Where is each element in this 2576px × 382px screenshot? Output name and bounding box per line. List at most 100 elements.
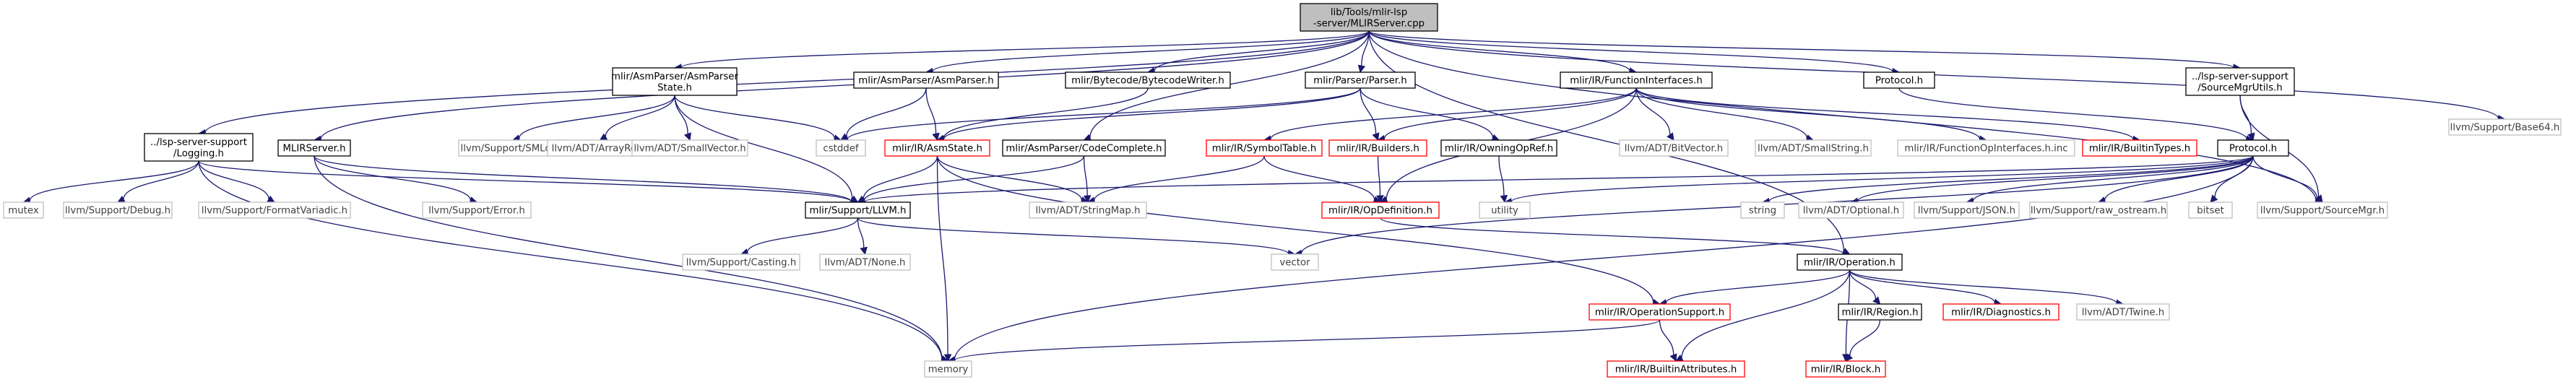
node-label: mlir/IR/AsmState.h bbox=[892, 144, 982, 155]
edge-logging-to-supportllvm bbox=[198, 160, 852, 203]
edge-arrowhead-srcmgrutils-to-protocol2 bbox=[2247, 132, 2255, 142]
node-box-builtintypes bbox=[2082, 139, 2197, 157]
edge-arrowhead-parser-to-builders bbox=[1372, 132, 1380, 142]
node-label: mlir/AsmParser/AsmParser bbox=[611, 71, 738, 82]
node-label: Protocol.h bbox=[1875, 76, 1923, 87]
node-box-rawostream bbox=[2029, 201, 2168, 219]
node-srcmgrutils[interactable]: ../lsp-server-support/SourceMgrUtils.h bbox=[2185, 67, 2295, 96]
node-box-none bbox=[819, 253, 911, 271]
node-bytecode[interactable]: mlir/Bytecode/BytecodeWriter.h bbox=[1065, 71, 1231, 89]
node-label: mlir/AsmParser/AsmParser.h bbox=[858, 76, 993, 87]
edge-arrowhead-opsupport-to-builtinattr bbox=[1669, 353, 1677, 363]
edge-arrowhead-funcif-to-bitvector bbox=[1667, 132, 1674, 141]
edge-root-to-funcif bbox=[1368, 30, 1630, 71]
edge-funcif-to-funcopif bbox=[1635, 87, 1981, 139]
node-label: mlir/IR/Diagnostics.h bbox=[1951, 308, 2051, 318]
node-box-block bbox=[1805, 360, 1886, 378]
edge-root-to-asmparser bbox=[932, 30, 1370, 72]
node-box-bitvector bbox=[1619, 139, 1729, 157]
edge-funcif-to-builders bbox=[1383, 87, 1637, 139]
node-asmparser[interactable]: mlir/AsmParser/AsmParser.h bbox=[853, 71, 999, 89]
node-mlirserver[interactable]: MLIRServer.h bbox=[277, 139, 351, 157]
node-mutex: mutex bbox=[3, 201, 44, 219]
node-label: mlir/Parser/Parser.h bbox=[1313, 76, 1406, 87]
node-builders[interactable]: mlir/IR/Builders.h bbox=[1328, 139, 1427, 157]
edge-funcif-to-smallstring bbox=[1635, 87, 1808, 139]
node-box-bytecode bbox=[1065, 71, 1231, 89]
edge-operation-to-opsupport bbox=[1665, 269, 1851, 303]
edge-irasmstate-to-supportllvm bbox=[863, 155, 938, 199]
edge-codecomplete-to-stringmap bbox=[1083, 155, 1088, 196]
node-label: llvm/ADT/StringMap.h bbox=[1035, 206, 1140, 217]
node-builtintypes[interactable]: mlir/IR/BuiltinTypes.h bbox=[2082, 139, 2197, 157]
node-memory: memory bbox=[924, 360, 972, 378]
node-irasmstate[interactable]: mlir/IR/AsmState.h bbox=[884, 139, 990, 157]
node-utility: utility bbox=[1479, 201, 1531, 219]
node-label: mlir/Support/LLVM.h bbox=[810, 206, 907, 217]
node-box-symboltable bbox=[1206, 139, 1323, 157]
edge-operation-to-diagnostics bbox=[1849, 269, 1995, 303]
node-box-smallvector bbox=[631, 139, 748, 157]
node-label: llvm/ADT/Optional.h bbox=[1803, 206, 1900, 217]
node-block[interactable]: mlir/IR/Block.h bbox=[1805, 360, 1886, 378]
node-opdef[interactable]: mlir/IR/OpDefinition.h bbox=[1321, 201, 1440, 219]
edge-logging-to-mutex bbox=[29, 160, 199, 201]
node-supportllvm[interactable]: mlir/Support/LLVM.h bbox=[805, 201, 911, 219]
node-root[interactable]: lib/Tools/mlir-lsp-server/MLIRServer.cpp bbox=[1300, 3, 1438, 32]
node-operation[interactable]: mlir/IR/Operation.h bbox=[1797, 253, 1903, 271]
node-none: llvm/ADT/None.h bbox=[819, 253, 911, 271]
node-error: llvm/Support/Error.h bbox=[422, 201, 532, 219]
node-protocol1[interactable]: Protocol.h bbox=[1863, 71, 1935, 89]
edge-funcif-to-bitvector bbox=[1635, 87, 1671, 135]
node-parser[interactable]: mlir/Parser/Parser.h bbox=[1305, 71, 1416, 89]
node-label: mlir/IR/BuiltinTypes.h bbox=[2089, 144, 2190, 155]
edge-root-to-srcmgrutils bbox=[1368, 30, 2234, 69]
node-formatvariadic: llvm/Support/FormatVariadic.h bbox=[198, 201, 351, 219]
node-label: /SourceMgrUtils.h bbox=[2197, 82, 2282, 93]
edge-supportllvm-to-casting bbox=[746, 217, 859, 253]
edge-mlirserver-to-memory bbox=[314, 155, 943, 360]
edge-root-to-asmstate bbox=[680, 30, 1370, 69]
edge-symboltable-to-opdef bbox=[1263, 155, 1375, 200]
node-diagnostics[interactable]: mlir/IR/Diagnostics.h bbox=[1942, 303, 2059, 321]
node-box-debug bbox=[63, 201, 173, 219]
node-label: mlir/AsmParser/CodeComplete.h bbox=[1006, 144, 1162, 155]
node-codecomplete[interactable]: mlir/AsmParser/CodeComplete.h bbox=[1002, 139, 1166, 157]
node-box-region bbox=[1838, 303, 1922, 321]
edge-irasmstate-to-opsupport bbox=[936, 155, 1654, 303]
edge-asmstate-to-cstddef bbox=[674, 95, 835, 139]
edge-opsupport-to-memory bbox=[954, 319, 1661, 362]
node-label: -server/MLIRServer.cpp bbox=[1313, 18, 1425, 29]
node-box-mlirserver bbox=[277, 139, 351, 157]
node-label: llvm/Support/SMLoc.h bbox=[461, 144, 566, 155]
edge-supportllvm-to-none bbox=[857, 217, 865, 248]
node-logging[interactable]: ../lsp-server-support/Logging.h bbox=[144, 133, 254, 162]
node-box-error bbox=[422, 201, 532, 219]
edge-arrowhead-builders-to-opdef bbox=[1376, 195, 1384, 204]
node-label: utility bbox=[1491, 206, 1518, 217]
node-label: memory bbox=[928, 365, 969, 376]
edge-operation-to-builtinattr bbox=[1681, 269, 1851, 358]
node-funcif[interactable]: mlir/IR/FunctionInterfaces.h bbox=[1560, 71, 1713, 89]
node-layer: lib/Tools/mlir-lsp-server/MLIRServer.cpp… bbox=[3, 3, 2562, 378]
node-box-owningopref bbox=[1440, 139, 1557, 157]
node-label: mlir/IR/Builders.h bbox=[1336, 144, 1419, 155]
edge-owningopref-to-utility bbox=[1498, 155, 1505, 196]
node-box-codecomplete bbox=[1002, 139, 1166, 157]
node-label: mlir/IR/BuiltinAttributes.h bbox=[1615, 365, 1737, 376]
node-opsupport[interactable]: mlir/IR/OperationSupport.h bbox=[1589, 303, 1731, 321]
node-protocol2[interactable]: Protocol.h bbox=[2217, 139, 2289, 157]
node-owningopref[interactable]: mlir/IR/OwningOpRef.h bbox=[1440, 139, 1557, 157]
node-builtinattr[interactable]: mlir/IR/BuiltinAttributes.h bbox=[1607, 360, 1745, 378]
node-region[interactable]: mlir/IR/Region.h bbox=[1838, 303, 1922, 321]
node-smallvector: llvm/ADT/SmallVector.h bbox=[631, 139, 748, 157]
node-label: /Logging.h bbox=[173, 148, 224, 159]
node-symboltable[interactable]: mlir/IR/SymbolTable.h bbox=[1206, 139, 1323, 157]
edge-srcmgrutils-to-protocol2 bbox=[2239, 95, 2252, 134]
node-stringmap: llvm/ADT/StringMap.h bbox=[1029, 201, 1147, 219]
node-label: ../lsp-server-support bbox=[2192, 71, 2288, 82]
edge-opsupport-to-builtinattr bbox=[1659, 319, 1674, 355]
node-label: vector bbox=[1279, 258, 1310, 269]
edge-logging-to-formatvariadic bbox=[198, 160, 269, 199]
